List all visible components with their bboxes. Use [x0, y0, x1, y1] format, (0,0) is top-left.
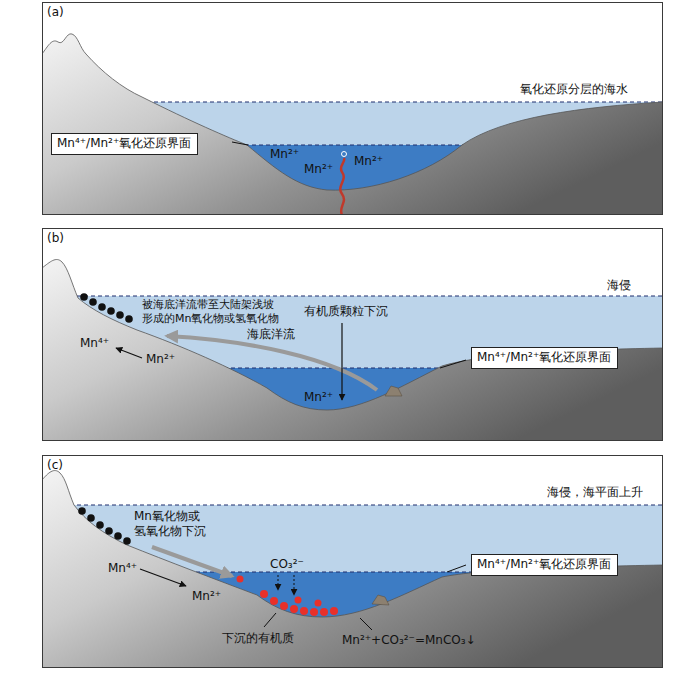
diagram-label: Mn²⁺ — [304, 162, 333, 177]
diagram-label: 被海底洋流带至大陆架浅坡 形成的Mn氧化物或氢氧化物 — [142, 298, 279, 326]
diagram-label: Mn氧化物或 氢氧化物下沉 — [134, 509, 206, 539]
interface-box: Mn⁴⁺/Mn²⁺氧化还原界面 — [51, 133, 198, 155]
interface-label: Mn⁴⁺/Mn²⁺氧化还原界面 — [477, 350, 612, 366]
panel-b-art — [42, 260, 663, 441]
diagram-label: Mn²⁺+CO₃²⁻=MnCO₃↓ — [342, 633, 476, 648]
diagram-label: 海侵 — [607, 278, 631, 293]
panel-a-art — [42, 34, 663, 215]
diagram-label: 下沉的有机质 — [222, 631, 294, 646]
diagram-label: CO₃²⁻ — [270, 557, 304, 572]
interface-label: Mn⁴⁺/Mn²⁺氧化还原界面 — [477, 557, 612, 573]
diagram-label: Mn⁴⁺ — [80, 336, 109, 351]
diagram-label: Mn²⁺ — [270, 147, 299, 162]
diagram-label: Mn²⁺ — [354, 154, 383, 169]
diagram-label: Mn²⁺ — [304, 390, 333, 405]
panel-c-art — [42, 471, 663, 668]
panel-frame: (a) Mn⁴⁺/Mn²⁺氧化还原界面 — [42, 2, 663, 215]
panel-letter: (c) — [47, 458, 63, 472]
panel-letter: (a) — [47, 5, 64, 19]
diagram-label: 有机质颗粒下沉 — [304, 304, 388, 319]
panel-frame: (b) Mn⁴⁺/Mn²⁺氧化还原界面 — [42, 228, 663, 441]
diagram-label: Mn⁴⁺ — [108, 561, 137, 576]
diagram-label: Mn²⁺ — [192, 589, 221, 604]
interface-box: Mn⁴⁺/Mn²⁺氧化还原界面 — [471, 554, 618, 576]
diagram-label: 海侵，海平面上升 — [547, 485, 643, 500]
interface-label: Mn⁴⁺/Mn²⁺氧化还原界面 — [57, 136, 192, 152]
diagram-label: Mn²⁺ — [146, 352, 175, 367]
panel-letter: (b) — [47, 231, 64, 245]
interface-box: Mn⁴⁺/Mn²⁺氧化还原界面 — [471, 347, 618, 369]
diagram-label: 海底洋流 — [247, 327, 295, 342]
diagram-label: 氧化还原分层的海水 — [520, 82, 628, 97]
